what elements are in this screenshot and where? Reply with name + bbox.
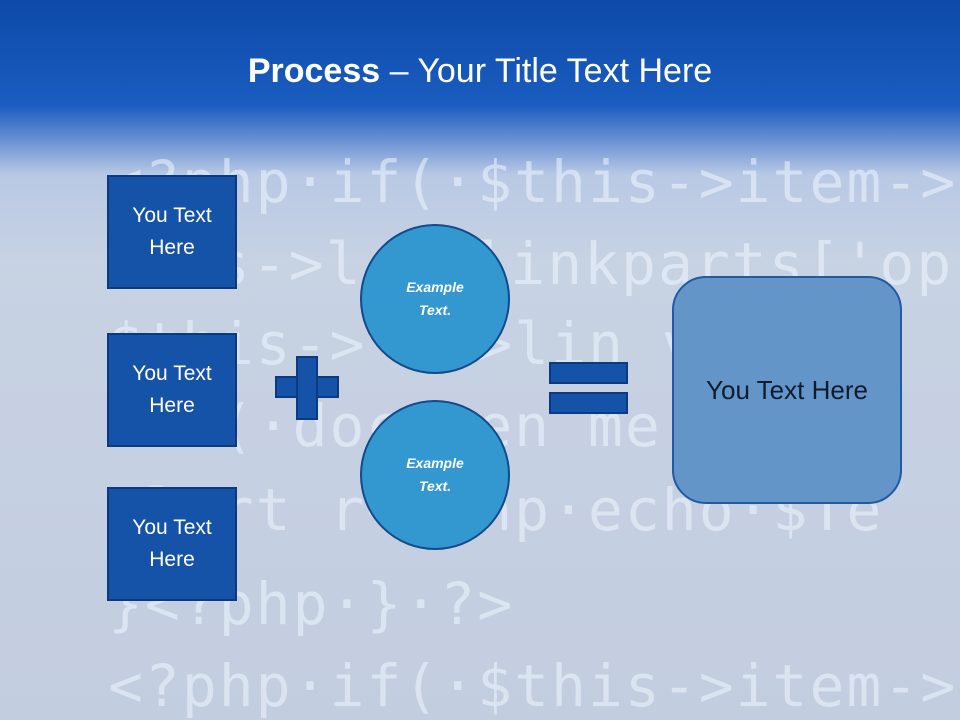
equals-icon [549,362,628,414]
input-box-label: You Text Here [132,516,212,571]
circle-label: Example Text. [406,279,464,318]
input-box-1[interactable]: You Text Here [107,175,237,289]
title-bold: Process [247,52,381,90]
result-box[interactable]: You Text Here [672,276,902,504]
title-bar: Process – Your Title Text Here [0,0,960,130]
input-box-label: You Text Here [132,362,212,417]
title-rest: – Your Title Text Here [380,52,713,90]
input-box-label: You Text Here [132,204,212,259]
code-line-1: <?php·if(·$this->item->typ [108,148,960,216]
input-box-2[interactable]: You Text Here [107,333,237,447]
input-box-3[interactable]: You Text Here [107,487,237,601]
result-label: You Text Here [706,374,868,405]
example-circle-1[interactable]: Example Text. [360,224,510,374]
circle-label: Example Text. [406,455,464,494]
slide-title: Process – Your Title Text Here [0,52,960,91]
code-line-7: <?php·if(·$this->item->typ [108,652,960,720]
plus-icon [275,356,339,420]
example-circle-2[interactable]: Example Text. [360,400,510,550]
